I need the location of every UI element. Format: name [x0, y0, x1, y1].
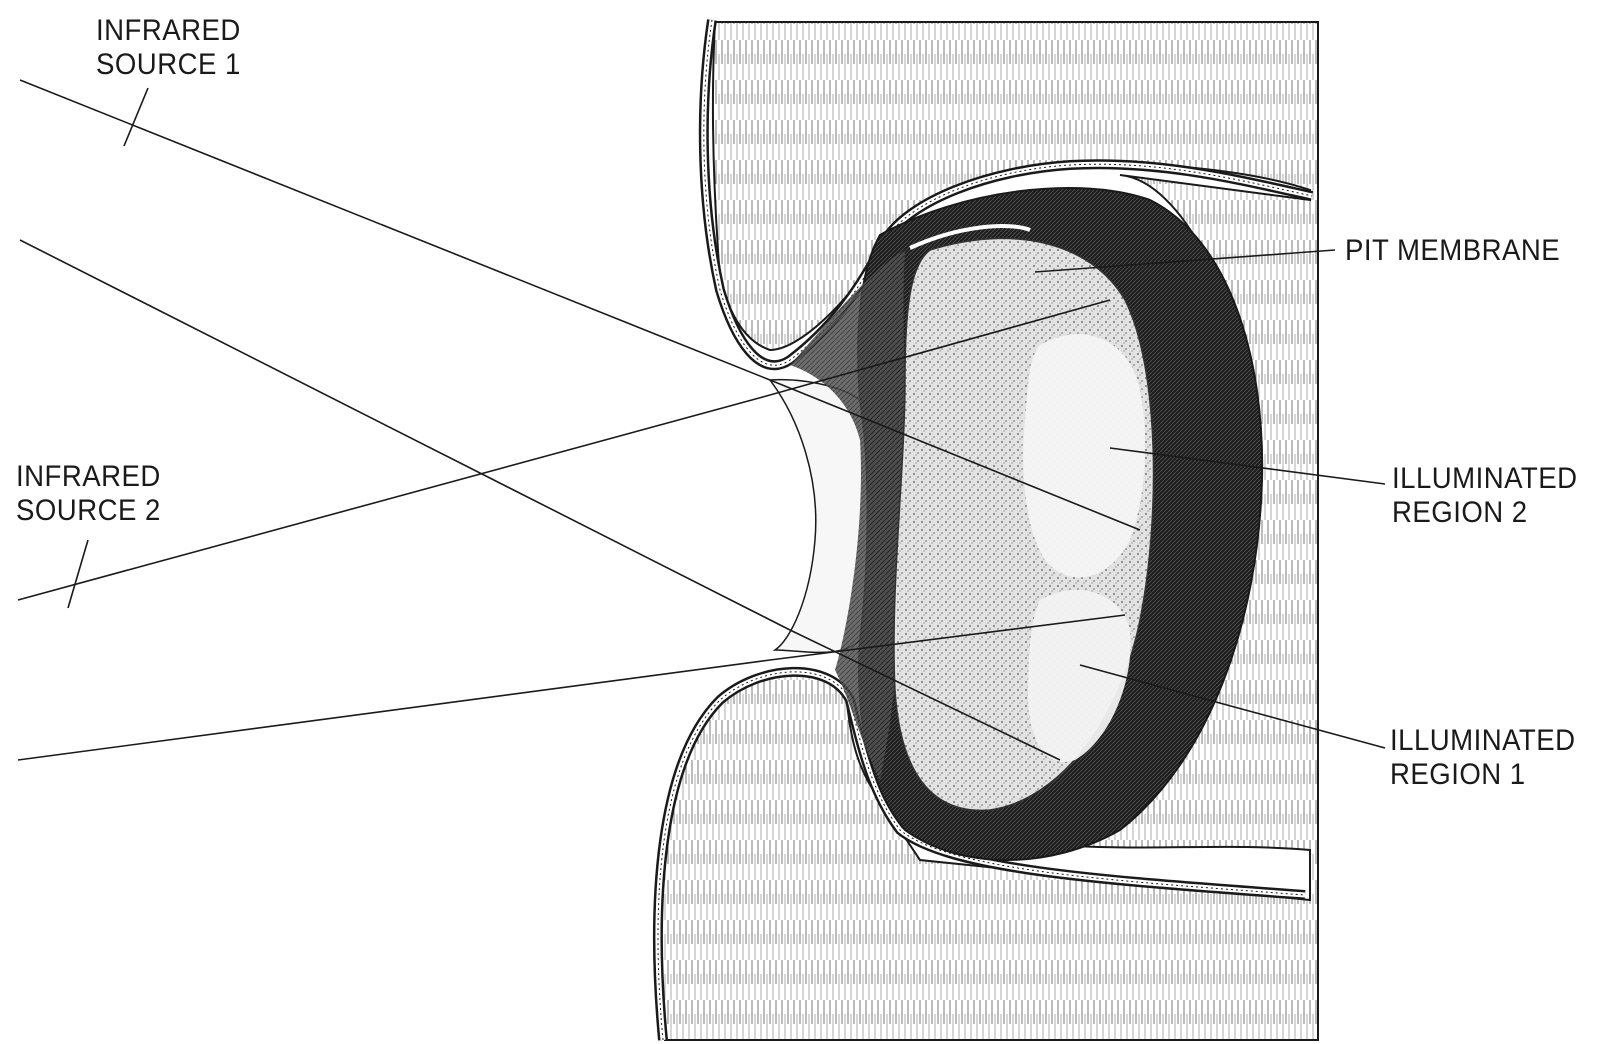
illuminated-region-2-line1: ILLUMINATED — [1392, 462, 1578, 496]
infrared-source-2-label: INFRARED SOURCE 2 — [16, 460, 161, 528]
illuminated-region-1-line2: REGION 1 — [1390, 758, 1576, 792]
infrared-source-1-line1: INFRARED — [96, 14, 241, 48]
infrared-source-2-line2: SOURCE 2 — [16, 494, 161, 528]
infrared-source-2-line1: INFRARED — [16, 460, 161, 494]
source-2-tick — [68, 540, 88, 608]
illuminated-region-1-line1: ILLUMINATED — [1390, 724, 1576, 758]
infrared-source-1-line2: SOURCE 1 — [96, 48, 241, 82]
illuminated-region-2-line2: REGION 2 — [1392, 496, 1578, 530]
infrared-source-1-label: INFRARED SOURCE 1 — [96, 14, 241, 82]
pit-membrane-text: PIT MEMBRANE — [1345, 234, 1560, 268]
illuminated-region-2-label: ILLUMINATED REGION 2 — [1392, 462, 1578, 530]
illuminated-region-2 — [1023, 334, 1145, 577]
source-1-tick — [124, 88, 148, 146]
illuminated-region-1-label: ILLUMINATED REGION 1 — [1390, 724, 1576, 792]
pit-membrane-label: PIT MEMBRANE — [1345, 234, 1560, 268]
